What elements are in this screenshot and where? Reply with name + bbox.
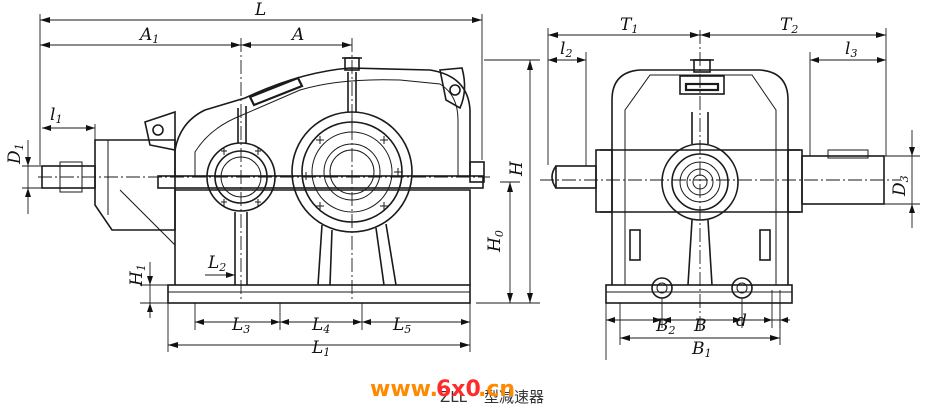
upper-cover (174, 67, 471, 176)
lug-hole-right (449, 84, 461, 96)
inspection-cover (248, 76, 304, 107)
label-H1: H1 (127, 264, 148, 287)
side-breather-cover (679, 75, 725, 95)
caption-code: ZLL (440, 388, 468, 406)
housing-ribs (234, 72, 397, 286)
label-D1: D1 (5, 143, 26, 165)
label-L2: L2 (207, 253, 226, 274)
side-view (540, 30, 900, 330)
side-view-dimensions (547, 28, 920, 360)
label-B2: B2 (655, 316, 676, 337)
label-l2: l2 (560, 39, 572, 60)
lug-hole-left (152, 124, 164, 136)
side-input-shaft (555, 165, 597, 189)
lifting-lug-left (144, 110, 176, 151)
label-A1: A1 (138, 25, 159, 46)
front-view-dimensions (22, 14, 540, 352)
label-H0: H0 (485, 230, 506, 253)
lower-housing (174, 189, 471, 285)
label-B1: B1 (691, 339, 712, 360)
label-L5: L5 (392, 315, 411, 336)
label-l1: l1 (50, 105, 62, 126)
side-base-plate (605, 284, 793, 304)
label-L1: L1 (311, 338, 330, 359)
caption: ZLL 型减速器 (440, 388, 544, 406)
label-H: H (507, 160, 527, 177)
label-T1: T1 (620, 15, 638, 36)
label-A: A (290, 25, 304, 45)
label-D3: D3 (890, 175, 911, 197)
base-plate (167, 284, 471, 304)
output-shaft-stub (469, 161, 485, 183)
label-L4: L4 (311, 315, 330, 336)
foot-bolt-right (731, 277, 753, 299)
front-view (38, 38, 490, 304)
label-d: d (736, 311, 747, 331)
watermark-6x0: 6x0 (436, 377, 481, 402)
watermark-cn: .cn (478, 377, 515, 402)
label-B: B (693, 316, 707, 336)
label-T2: T2 (780, 15, 798, 36)
watermark-www: www. (370, 377, 438, 402)
label-l3: l3 (845, 39, 857, 60)
label-L3: L3 (231, 315, 250, 336)
foot-bolt-left (651, 277, 673, 299)
caption-text: 型减速器 (484, 388, 544, 406)
label-L: L (254, 0, 266, 20)
dimension-labels: L A1 A l1 D1 H H0 H1 L2 L3 L4 L5 L1 T1 T… (5, 0, 911, 360)
site-watermark: www. 6x0 .cn (370, 377, 515, 402)
lifting-lug-right (439, 67, 466, 110)
input-bearing-housing (94, 139, 176, 231)
